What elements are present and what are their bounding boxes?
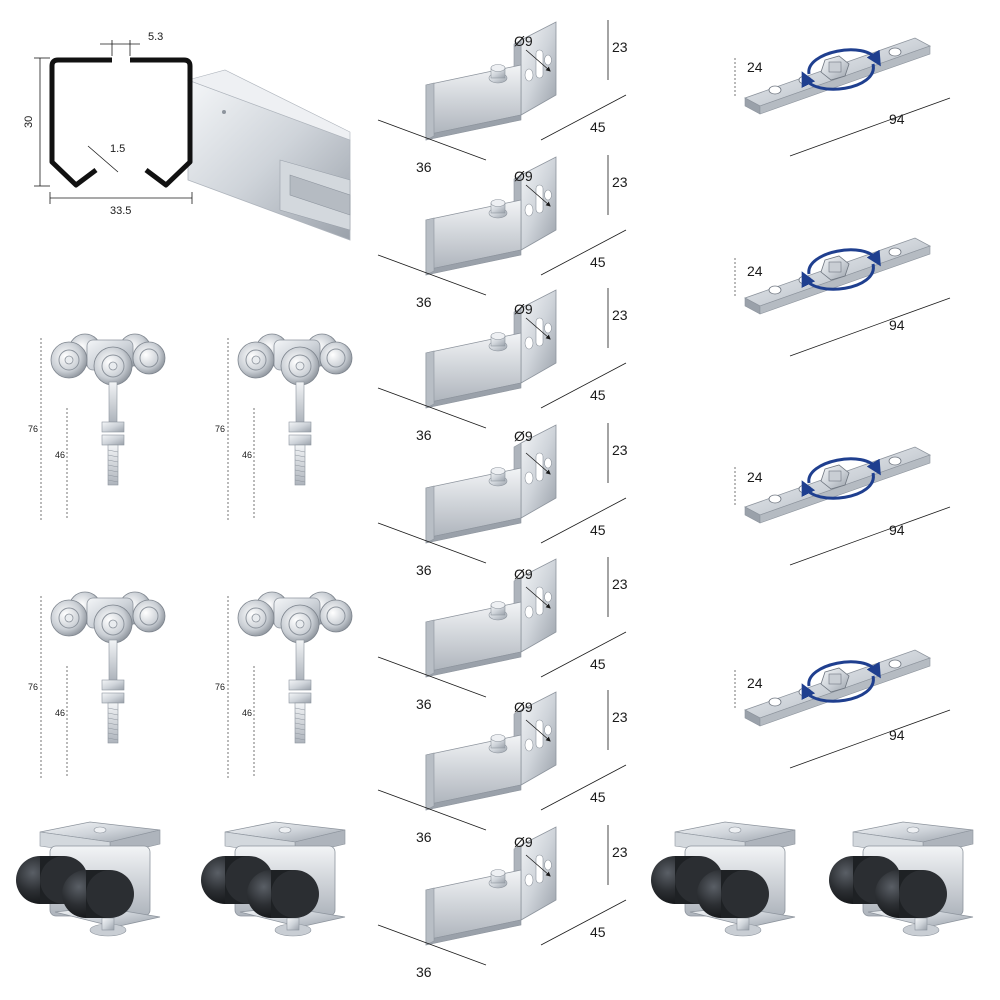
bracket-width-label: 36 (416, 294, 432, 310)
trolley-3: 76 46 (28, 591, 166, 778)
trolley-stem-height: 46 (55, 450, 65, 460)
trolley-stem-height: 46 (242, 708, 252, 718)
mount-plate-3: 24 94 (734, 447, 951, 566)
bracket-hole-label: Ø9 (514, 834, 533, 850)
bracket-width-label: 36 (416, 829, 432, 845)
bracket-depth-label: 45 (590, 387, 606, 403)
rotating-mount-plate-icon (745, 650, 930, 726)
trolley-stem-height: 46 (242, 450, 252, 460)
trolley-overall-height: 76 (215, 424, 225, 434)
bracket-height-label: 23 (612, 442, 628, 458)
bracket-depth-label: 45 (590, 254, 606, 270)
bracket-height-label: 23 (612, 174, 628, 190)
plate-length-label: 94 (889, 522, 905, 538)
bracket-height-label: 23 (612, 307, 628, 323)
plate-width-label: 24 (747, 59, 763, 75)
plate-width-label: 24 (747, 263, 763, 279)
bracket-6: Ø9 23 45 36 (377, 690, 628, 845)
rail-lip-label: 1.5 (110, 143, 125, 155)
angle-bracket-icon (425, 424, 557, 544)
rail-gap-label: 5.3 (148, 31, 163, 43)
rubber-buffer-stop-icon (200, 821, 346, 937)
bracket-depth-label: 45 (590, 656, 606, 672)
four-wheel-trolley-icon (237, 591, 353, 744)
trolley-stem-height: 46 (55, 708, 65, 718)
mount-plate-4: 24 94 (734, 650, 951, 769)
trolley-4: 76 46 (215, 591, 353, 778)
plate-length-label: 94 (889, 727, 905, 743)
bracket-height-label: 23 (612, 844, 628, 860)
bracket-5: Ø9 23 45 36 (377, 557, 628, 712)
bracket-7: Ø9 23 45 36 (377, 825, 628, 980)
rotating-mount-plate-icon (745, 238, 930, 314)
bracket-width-label: 36 (416, 427, 432, 443)
end-stop-3 (650, 821, 796, 937)
mount-plate-1: 24 94 (734, 38, 951, 157)
bracket-width-label: 36 (416, 562, 432, 578)
bracket-1: Ø9 23 45 36 (377, 20, 628, 175)
bracket-4: Ø9 23 45 36 (377, 423, 628, 578)
rail-width-label: 33.5 (110, 205, 131, 217)
angle-bracket-icon (425, 558, 557, 678)
trolley-overall-height: 76 (28, 424, 38, 434)
plate-width-label: 24 (747, 469, 763, 485)
end-stop-2 (200, 821, 346, 937)
bracket-width-label: 36 (416, 159, 432, 175)
bracket-width-label: 36 (416, 964, 432, 980)
trolley-overall-height: 76 (215, 682, 225, 692)
rail-3d-icon (187, 69, 351, 241)
bracket-depth-label: 45 (590, 789, 606, 805)
trolley-overall-height: 76 (28, 682, 38, 692)
rotating-mount-plate-icon (745, 447, 930, 523)
trolley-1: 76 46 (28, 333, 166, 520)
plate-width-label: 24 (747, 675, 763, 691)
end-stop-4 (828, 821, 974, 937)
angle-bracket-icon (425, 691, 557, 811)
bracket-3: Ø9 23 45 36 (377, 288, 628, 443)
angle-bracket-icon (425, 156, 557, 276)
rubber-buffer-stop-icon (15, 821, 161, 937)
bracket-hole-label: Ø9 (514, 566, 533, 582)
bracket-height-label: 23 (612, 709, 628, 725)
plate-length-label: 94 (889, 111, 905, 127)
rubber-buffer-stop-icon (828, 821, 974, 937)
bracket-height-label: 23 (612, 576, 628, 592)
bracket-2: Ø9 23 45 36 (377, 155, 628, 310)
bracket-depth-label: 45 (590, 924, 606, 940)
rotating-mount-plate-icon (745, 38, 930, 114)
four-wheel-trolley-icon (50, 333, 166, 486)
rail-profile: 30 33.5 5.3 1.5 (23, 31, 351, 241)
rubber-buffer-stop-icon (650, 821, 796, 937)
bracket-width-label: 36 (416, 696, 432, 712)
angle-bracket-icon (425, 21, 557, 141)
plate-length-label: 94 (889, 317, 905, 333)
angle-bracket-icon (425, 826, 557, 946)
bracket-hole-label: Ø9 (514, 301, 533, 317)
four-wheel-trolley-icon (237, 333, 353, 486)
end-stop-1 (15, 821, 161, 937)
bracket-hole-label: Ø9 (514, 33, 533, 49)
four-wheel-trolley-icon (50, 591, 166, 744)
rail-height-label: 30 (23, 116, 35, 128)
bracket-hole-label: Ø9 (514, 699, 533, 715)
bracket-hole-label: Ø9 (514, 168, 533, 184)
angle-bracket-icon (425, 289, 557, 409)
bracket-height-label: 23 (612, 39, 628, 55)
bracket-depth-label: 45 (590, 119, 606, 135)
bracket-depth-label: 45 (590, 522, 606, 538)
bracket-hole-label: Ø9 (514, 428, 533, 444)
trolley-2: 76 46 (215, 333, 353, 520)
mount-plate-2: 24 94 (734, 238, 951, 357)
c-profile-rail-icon (49, 57, 193, 188)
